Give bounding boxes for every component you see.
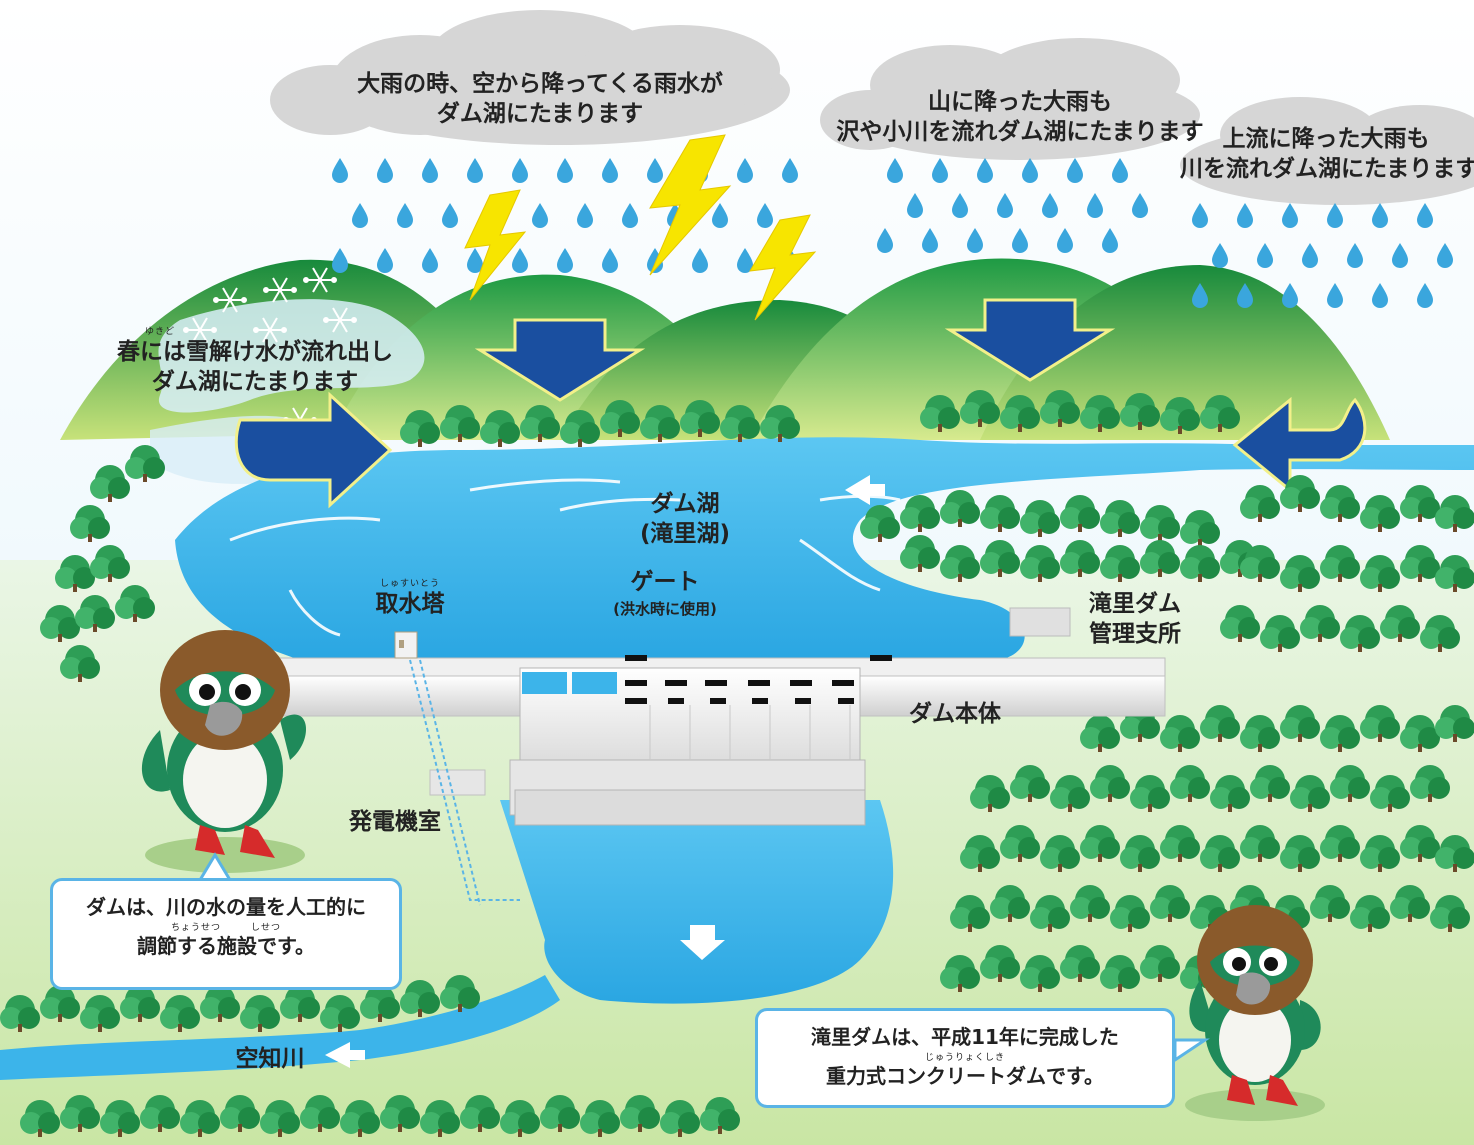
bubble-right-line2: 重力式コンクリートダムです。	[826, 1064, 1104, 1088]
label-mountain-rain: 山に降った大雨も 沢や小川を流れダム湖にたまります	[830, 88, 1210, 148]
label-river: 空知川	[220, 1045, 320, 1075]
label-upstream-rain: 上流に降った大雨も 川を流れダム湖にたまります	[1180, 125, 1474, 185]
label-dam-lake: ダム湖 (滝里湖)	[615, 490, 755, 550]
label-dam-lake-alt: (滝里湖)	[639, 520, 731, 547]
bubble-left-ruby: ちょうせつ しせつ	[170, 923, 281, 933]
label-snowmelt-line2: ダム湖にたまります	[151, 368, 359, 395]
speech-bubble-right: 滝里ダムは、平成11年に完成した じゅうりょくしき 重力式コンクリートダムです。	[755, 1008, 1175, 1108]
label-gate-note: (洪水時に使用)	[575, 600, 755, 620]
label-office-line1: 滝里ダム	[1089, 591, 1181, 617]
label-office-line2: 管理支所	[1089, 620, 1181, 647]
dam-body	[229, 607, 1166, 826]
flow-arrow-icon	[234, 298, 1367, 509]
label-mountain-rain-line1: 山に降った大雨も	[928, 89, 1112, 115]
label-dam-body: ダム本体	[895, 700, 1015, 730]
label-gate-text: ゲート	[630, 569, 700, 595]
bubble-left-line1: ダムは、川の水の量を人工的に	[86, 895, 366, 919]
cloud-right	[1180, 97, 1474, 205]
label-gate: ゲート	[590, 568, 740, 598]
label-power-room-text: 発電機室	[349, 809, 441, 835]
label-intake-tower: しゅすいとう 取水塔	[355, 580, 465, 620]
bubble-right-ruby: じゅうりょくしき	[924, 1053, 1005, 1063]
label-power-room: 発電機室	[330, 808, 460, 838]
label-gate-note-text: (洪水時に使用)	[613, 600, 717, 618]
bubble-left-line2: 調節する施設です。	[137, 934, 315, 958]
label-dam-body-text: ダム本体	[909, 701, 1001, 727]
label-rain-cloud-line1: 大雨の時、空から降ってくる雨水が	[357, 71, 723, 97]
mascot-bird-icon-right	[1185, 905, 1325, 1121]
label-management-office: 滝里ダム 管理支所	[1075, 590, 1195, 650]
label-snowmelt-line1: 春には雪解け水が流れ出し	[117, 339, 393, 365]
label-upstream-rain-line1: 上流に降った大雨も	[1222, 126, 1430, 152]
label-intake-tower-ruby: しゅすいとう	[379, 579, 440, 589]
lightning-icon	[464, 134, 817, 321]
label-intake-tower-text: 取水塔	[375, 591, 445, 617]
label-upstream-rain-line2: 川を流れダム湖にたまります	[1180, 155, 1474, 182]
label-rain-cloud-line2: ダム湖にたまります	[436, 100, 644, 127]
speech-bubble-left: ダムは、川の水の量を人工的に ちょうせつ しせつ 調節する施設です。	[50, 878, 402, 990]
label-rain-cloud: 大雨の時、空から降ってくる雨水が ダム湖にたまります	[350, 70, 730, 130]
cloud-middle	[820, 38, 1200, 160]
label-snowmelt: ゆきど 春には雪解け水が流れ出し ダム湖にたまります	[105, 328, 405, 398]
label-mountain-rain-line2: 沢や小川を流れダム湖にたまります	[836, 118, 1204, 145]
label-snowmelt-ruby: ゆきど	[145, 327, 176, 337]
label-river-text: 空知川	[235, 1046, 305, 1072]
cloud-left	[270, 10, 790, 145]
bubble-right-line1: 滝里ダムは、平成11年に完成した	[811, 1025, 1119, 1049]
label-dam-lake-name: ダム湖	[650, 491, 720, 517]
mascot-bird-icon-left	[141, 630, 307, 873]
